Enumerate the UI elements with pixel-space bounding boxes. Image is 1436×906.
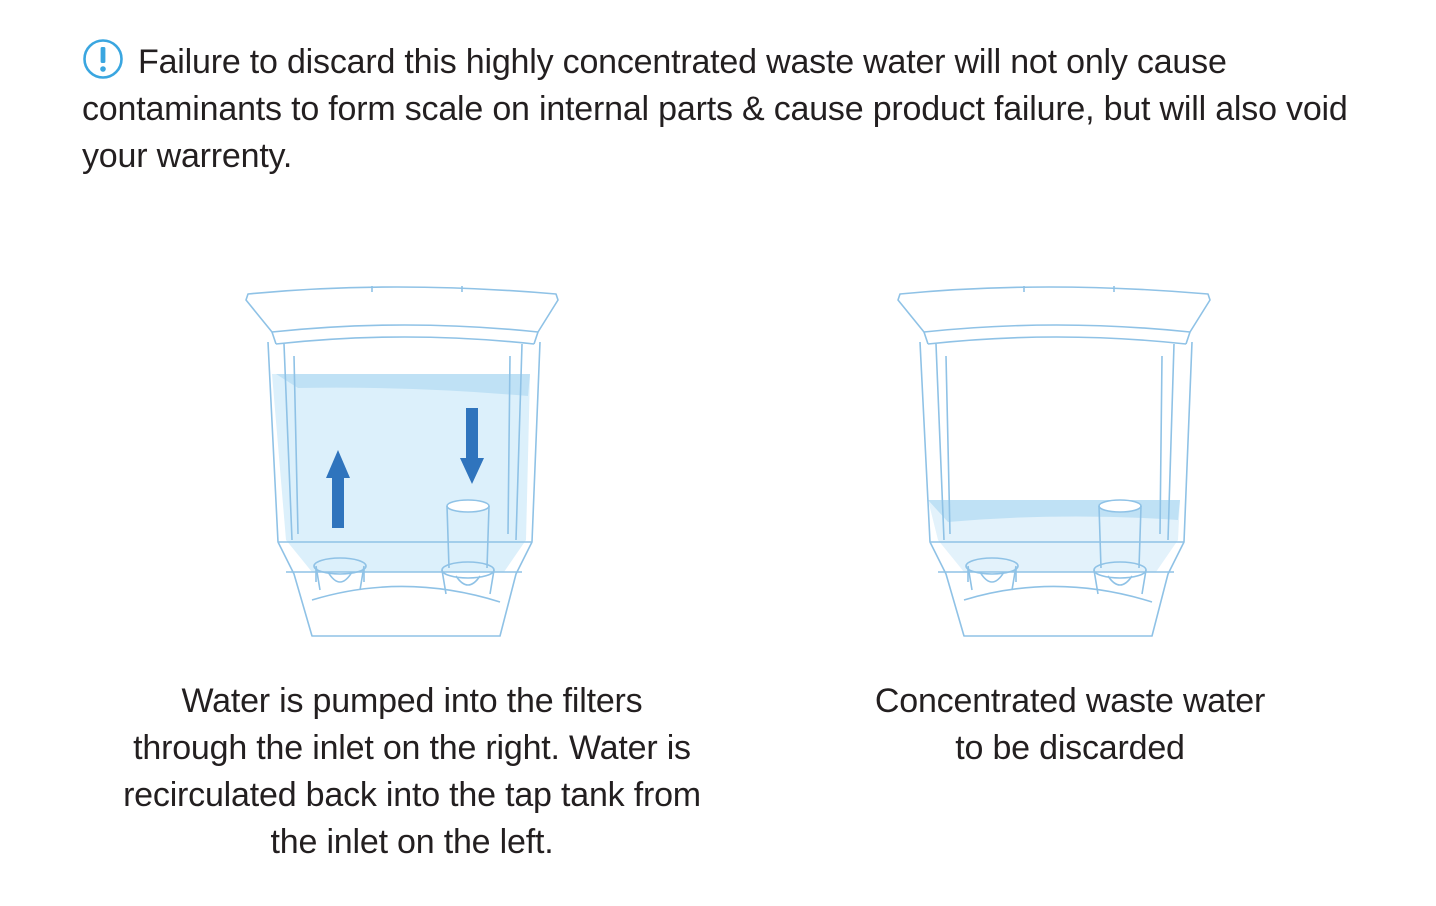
left-inlet: [313, 557, 367, 591]
caption-line: Water is pumped into the filters: [181, 682, 643, 720]
tank-lid: [897, 286, 1211, 333]
tank-full-illustration: [245, 286, 559, 637]
flow-down-arrow: [460, 408, 484, 484]
right-inlet: [1093, 499, 1147, 595]
right-inlet: [441, 499, 495, 595]
tank-lid: [245, 286, 559, 333]
warning-text: Failure to discard this highly concentra…: [82, 43, 1348, 175]
tank-wall: [267, 341, 541, 637]
tank-wall: [919, 341, 1193, 637]
tank-waste-illustration: [897, 286, 1211, 637]
caption-line: through the inlet on the right. Water is: [133, 729, 691, 767]
caption-left: Water is pumped into the filters through…: [62, 678, 762, 866]
warning-notice: Failure to discard this highly concentra…: [82, 38, 1412, 180]
caption-line: recirculated back into the tap tank from: [123, 776, 701, 814]
left-inlet: [965, 557, 1019, 591]
caption-line: Concentrated waste water: [874, 682, 1266, 720]
caption-line: the inlet on the left.: [270, 823, 554, 861]
flow-up-arrow: [326, 450, 350, 528]
water-surface: [276, 374, 530, 396]
caption-line: to be discarded: [955, 729, 1185, 767]
caption-right: Concentrated waste water to be discarded: [770, 678, 1370, 772]
exclamation-circle-icon: [83, 39, 123, 79]
